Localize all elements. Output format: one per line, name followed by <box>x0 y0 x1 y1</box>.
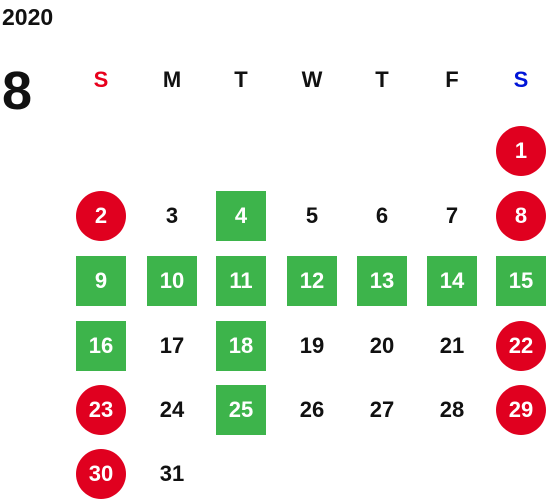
day-cell-3[interactable]: 3 <box>165 203 179 228</box>
day-cell-4[interactable]: 4 <box>216 191 266 241</box>
day-cell-23[interactable]: 23 <box>76 385 126 435</box>
day-cell-15[interactable]: 15 <box>496 256 546 306</box>
weekday-header-0: S <box>93 67 109 92</box>
day-cell-18[interactable]: 18 <box>216 321 266 371</box>
day-cell-2[interactable]: 2 <box>76 191 126 241</box>
calendar-year: 2020 <box>2 4 54 30</box>
calendar-month: 8 <box>2 61 33 121</box>
day-cell-29[interactable]: 29 <box>496 385 546 435</box>
day-cell-19[interactable]: 19 <box>299 333 325 358</box>
weekday-header-6: S <box>513 67 529 92</box>
day-cell-1[interactable]: 1 <box>496 126 546 176</box>
day-cell-10[interactable]: 10 <box>147 256 197 306</box>
day-cell-20[interactable]: 20 <box>369 333 395 358</box>
day-cell-13[interactable]: 13 <box>357 256 407 306</box>
day-cell-21[interactable]: 21 <box>439 333 465 358</box>
day-cell-24[interactable]: 24 <box>159 397 185 422</box>
day-cell-5[interactable]: 5 <box>305 203 319 228</box>
weekday-header-4: T <box>375 67 389 92</box>
day-cell-12[interactable]: 12 <box>287 256 337 306</box>
day-cell-31[interactable]: 31 <box>159 461 185 486</box>
day-cell-16[interactable]: 16 <box>76 321 126 371</box>
day-cell-27[interactable]: 27 <box>369 397 395 422</box>
weekday-header-3: W <box>301 67 323 92</box>
day-cell-26[interactable]: 26 <box>299 397 325 422</box>
weekday-header-5: F <box>445 67 459 92</box>
day-cell-14[interactable]: 14 <box>427 256 477 306</box>
day-cell-25[interactable]: 25 <box>216 385 266 435</box>
day-cell-7[interactable]: 7 <box>445 203 459 228</box>
day-cell-22[interactable]: 22 <box>496 321 546 371</box>
day-cell-17[interactable]: 17 <box>159 333 185 358</box>
day-cell-28[interactable]: 28 <box>439 397 465 422</box>
weekday-header-1: M <box>162 67 182 92</box>
day-cell-6[interactable]: 6 <box>375 203 389 228</box>
day-cell-11[interactable]: 11 <box>216 256 266 306</box>
weekday-header-2: T <box>234 67 248 92</box>
day-cell-9[interactable]: 9 <box>76 256 126 306</box>
day-cell-30[interactable]: 30 <box>76 449 126 499</box>
day-cell-8[interactable]: 8 <box>496 191 546 241</box>
